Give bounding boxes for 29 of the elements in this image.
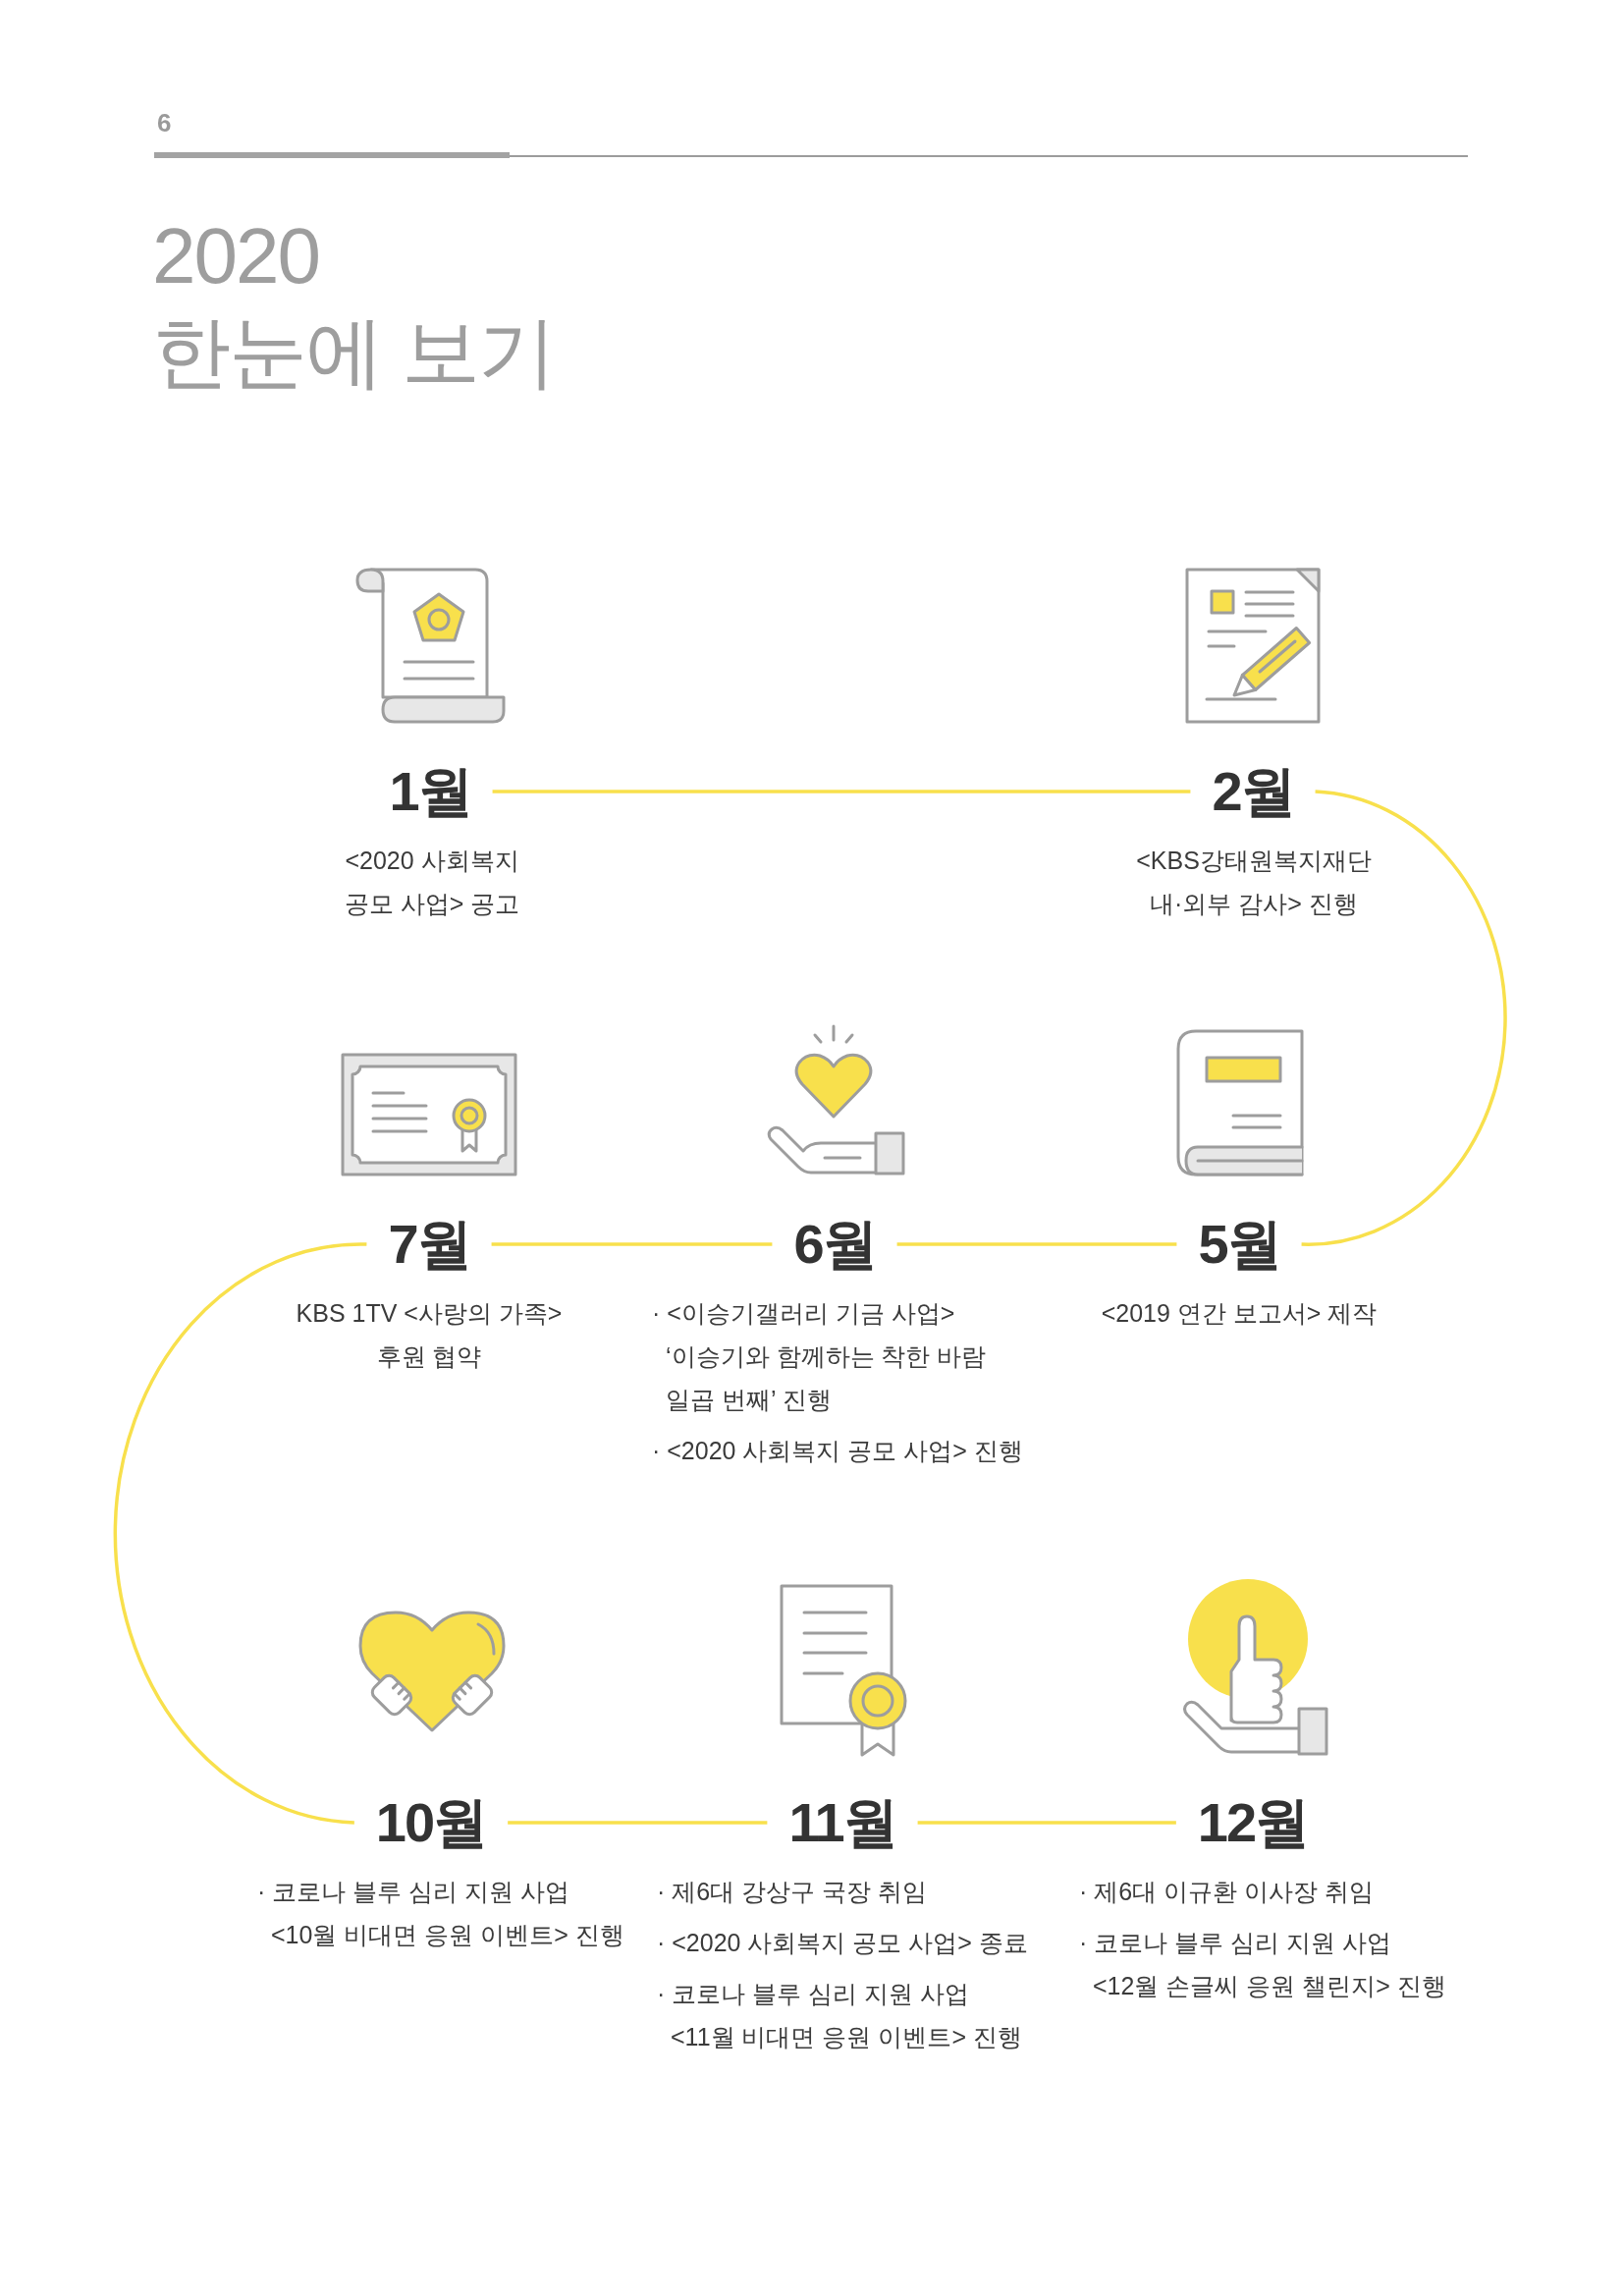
- event-description: <2019 연간 보고서> 제작: [1101, 1298, 1378, 1329]
- month-label: 11월: [775, 1792, 910, 1853]
- event-description: KBS 1TV <사랑의 가족> 후원 협약: [295, 1298, 564, 1372]
- event-list-item: · 제6대 강상구 국장 취임: [657, 1877, 927, 1907]
- timeline-connector: [917, 1821, 1176, 1825]
- event-list-item: · <2020 사회복지 공모 사업> 종료: [657, 1928, 1028, 1958]
- timeline-connector: [1301, 790, 1507, 1246]
- timeline-connector: [113, 1242, 367, 1825]
- event-list-item: · <2020 사회복지 공모 사업> 진행: [652, 1436, 1023, 1466]
- event-description: <KBS강태원복지재단 내·외부 감사> 진행: [1135, 846, 1373, 919]
- timeline-connector: [492, 790, 1191, 793]
- event-list-item: · 코로나 블루 심리 지원 사업 <10월 비대면 응원 이벤트> 진행: [257, 1877, 625, 1950]
- month-label: 5월: [1184, 1214, 1294, 1275]
- event-list-item: · <이승기갤러리 기금 사업> ‘이승기와 함께하는 착한 바람 일곱 번째’ 진행: [652, 1298, 988, 1415]
- timeline-connector: [896, 1242, 1177, 1246]
- timeline-connector: [508, 1821, 768, 1825]
- month-label: 6월: [780, 1214, 890, 1275]
- event-description: <2020 사회복지 공모 사업> 공고: [343, 846, 521, 919]
- month-label: 2월: [1198, 761, 1308, 822]
- month-label: 12월: [1183, 1792, 1323, 1853]
- month-label: 7월: [374, 1214, 484, 1275]
- page-number: 6: [157, 110, 172, 136]
- month-label: 1월: [375, 761, 485, 822]
- month-label: 10월: [361, 1792, 501, 1853]
- event-list-item: · 코로나 블루 심리 지원 사업 <11월 비대면 응원 이벤트> 진행: [657, 1979, 1023, 2052]
- timeline-connector: [491, 1242, 773, 1246]
- page-title: 2020 한눈에 보기: [152, 211, 556, 398]
- event-list-item: · 제6대 이규환 이사장 취임: [1079, 1877, 1374, 1907]
- event-list-item: · 코로나 블루 심리 지원 사업 <12월 손글씨 응원 챌린지> 진행: [1079, 1928, 1447, 2001]
